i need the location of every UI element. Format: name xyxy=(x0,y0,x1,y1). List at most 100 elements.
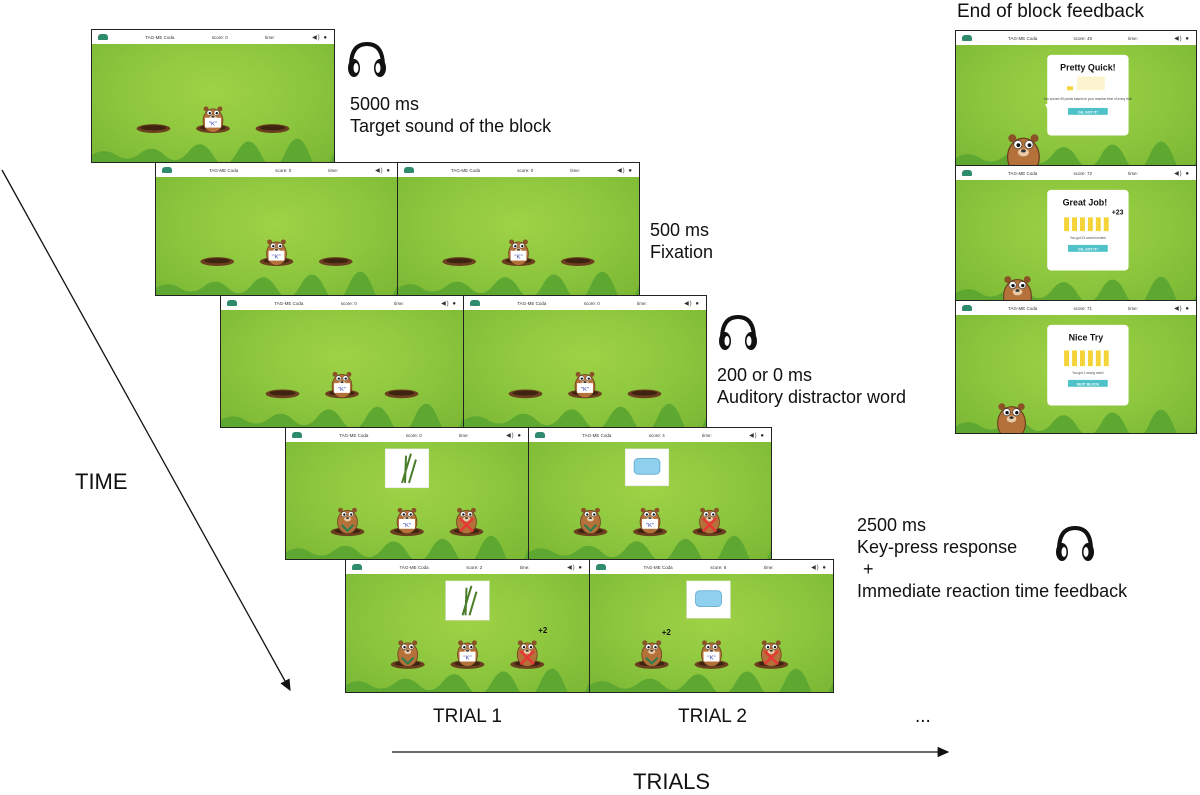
game-header: TAG-ME Coda score: 6 time: ◀) ● xyxy=(590,560,833,574)
face-mask-image xyxy=(633,458,661,475)
game-title: TAG-ME Coda xyxy=(209,167,239,173)
response-screen-trial-2: TAG-ME Coda score: 4 time: ◀) ● "K" xyxy=(528,427,772,560)
game-header: TAG-ME Coda score: 72 time: ◀) ● xyxy=(956,166,1196,180)
score-display: score: 0 xyxy=(405,432,422,438)
key-label: "K" xyxy=(707,656,715,662)
ok-button xyxy=(1068,107,1108,115)
end-of-block-header: End of block feedback xyxy=(957,1,1144,22)
score-display: score: 0 xyxy=(583,300,600,306)
target-stage-label: 5000 ms Target sound of the block xyxy=(350,93,551,137)
distractor-description: Auditory distractor word xyxy=(717,387,907,407)
sound-icon[interactable]: ◀) ● xyxy=(1174,170,1190,177)
ok-button-label: OK, GOT IT! xyxy=(1078,247,1098,251)
game-title: TAG-ME Coda xyxy=(1008,305,1038,311)
rt-feedback-screen-trial-2: TAG-ME Coda score: 6 time: ◀) ● "K" +2 xyxy=(589,559,834,693)
sound-icon[interactable]: ◀) ● xyxy=(749,432,765,439)
distractor-screen-trial-2: TAG-ME Coda score: 0 time: ◀) ● "K" xyxy=(463,295,707,428)
sound-icon[interactable]: ◀) ● xyxy=(441,300,457,307)
game-field: "K" xyxy=(529,442,771,559)
timer-label: time: xyxy=(519,564,530,570)
key-label: "K" xyxy=(514,255,522,261)
feedback-text: You scored 49 points based on your react… xyxy=(1044,97,1133,101)
game-title: TAG-ME Coda xyxy=(643,564,673,570)
key-label: "K" xyxy=(646,523,654,529)
game-logo xyxy=(227,300,237,306)
target-description: Target sound of the block xyxy=(350,116,552,136)
headphones-icon xyxy=(347,42,387,79)
sound-icon[interactable]: ◀) ● xyxy=(375,167,391,174)
game-header: TAG-ME Coda score: 0 time: ◀) ● xyxy=(92,30,334,44)
score-display: score: 0 xyxy=(211,34,228,40)
timer-label: time: xyxy=(394,300,404,306)
target-duration: 5000 ms xyxy=(350,94,420,114)
response-screen-trial-1: TAG-ME Coda score: 0 time: ◀) ● "K" xyxy=(285,427,529,560)
timer-label: time: xyxy=(570,167,581,173)
sound-icon[interactable]: ◀) ● xyxy=(684,300,700,307)
response-plus: + xyxy=(863,559,874,579)
sound-icon[interactable]: ◀) ● xyxy=(1174,305,1190,312)
game-title: TAG-ME Coda xyxy=(517,300,547,306)
score-display: score: 6 xyxy=(710,564,727,570)
key-label: "K" xyxy=(209,122,217,128)
score-display: score: 4 xyxy=(648,432,665,438)
fixation-screen-trial-2: TAG-ME Coda score: 0 time: ◀) ● "K" xyxy=(397,162,640,296)
game-field: Nice Try You got 1 wrong mole! NEXT BLOC… xyxy=(956,315,1196,433)
feedback-card xyxy=(1047,324,1129,406)
game-logo xyxy=(962,305,972,311)
headphones-icon xyxy=(718,315,758,352)
timer-label: time: xyxy=(1128,305,1138,311)
game-logo xyxy=(98,34,108,40)
bamboo-image xyxy=(461,585,478,616)
game-title: TAG-ME Coda xyxy=(582,432,612,438)
game-logo xyxy=(962,35,972,41)
headphones-icon xyxy=(1055,526,1095,563)
timer-label: time: xyxy=(1128,35,1138,41)
feedback-title: Great Job! xyxy=(1063,198,1108,208)
fixation-duration: 500 ms xyxy=(650,220,710,240)
feedback-text: You got 1 wrong mole! xyxy=(1072,371,1104,375)
plus-points: +2 xyxy=(538,626,548,635)
game-header: TAG-ME Coda score: 0 time: ◀) ● xyxy=(156,163,397,177)
game-logo xyxy=(352,564,362,570)
sound-icon[interactable]: ◀) ● xyxy=(811,564,827,571)
next-block-button xyxy=(1068,379,1108,387)
plus-points: +23 xyxy=(1112,209,1124,216)
game-logo xyxy=(962,170,972,176)
trial-1-label: TRIAL 1 xyxy=(433,706,502,727)
game-field: Pretty Quick! You scored 49 points based… xyxy=(956,45,1196,165)
game-title: TAG-ME Coda xyxy=(1008,35,1038,41)
response-duration: 2500 ms xyxy=(857,515,927,535)
sound-icon[interactable]: ◀) ● xyxy=(1174,35,1190,42)
plus-points: +2 xyxy=(662,628,672,637)
game-header: TAG-ME Coda score: 0 time: ◀) ● xyxy=(398,163,639,177)
game-logo xyxy=(535,432,545,438)
time-axis-label: TIME xyxy=(75,469,128,494)
distractor-stage-label: 200 or 0 ms Auditory distractor word xyxy=(717,364,906,408)
game-field: "K" xyxy=(92,44,334,162)
sound-icon[interactable]: ◀) ● xyxy=(617,167,633,174)
game-header: TAG-ME Coda score: 49 time: ◀) ● xyxy=(956,31,1196,45)
game-title: TAG-ME Coda xyxy=(339,432,369,438)
time-arrow xyxy=(1,169,291,692)
game-field: "K" +2 xyxy=(346,574,589,692)
fixation-stage-label: 500 ms Fixation xyxy=(650,219,713,263)
game-logo xyxy=(596,564,606,570)
feedback-title: Nice Try xyxy=(1069,333,1104,343)
response-description: Key-press response xyxy=(857,537,1018,557)
rt-feedback-screen-trial-1: TAG-ME Coda score: 2 time: ◀) ● "K" +2 xyxy=(345,559,590,693)
block-feedback-pretty-quick: TAG-ME Coda score: 49 time: ◀) ● Pretty … xyxy=(955,30,1197,166)
game-header: TAG-ME Coda score: 4 time: ◀) ● xyxy=(529,428,771,442)
score-display: score: 2 xyxy=(466,564,483,570)
response-stage-label: 2500 ms Key-press response + Immediate r… xyxy=(857,514,1127,602)
game-field: "K" xyxy=(221,310,463,427)
sound-icon[interactable]: ◀) ● xyxy=(312,34,328,41)
game-field: "K" xyxy=(156,177,397,295)
key-label: "K" xyxy=(463,656,471,662)
response-feedback: Immediate reaction time feedback xyxy=(857,581,1128,601)
game-header: TAG-ME Coda score: 0 time: ◀) ● xyxy=(286,428,528,442)
sound-icon[interactable]: ◀) ● xyxy=(506,432,522,439)
sound-icon[interactable]: ◀) ● xyxy=(567,564,583,571)
feedback-text: You got 23 correct moles! xyxy=(1070,236,1106,240)
block-feedback-nice-try: TAG-ME Coda score: 71 time: ◀) ● Nice Tr… xyxy=(955,300,1197,434)
distractor-screen-trial-1: TAG-ME Coda score: 0 time: ◀) ● "K" xyxy=(220,295,464,428)
